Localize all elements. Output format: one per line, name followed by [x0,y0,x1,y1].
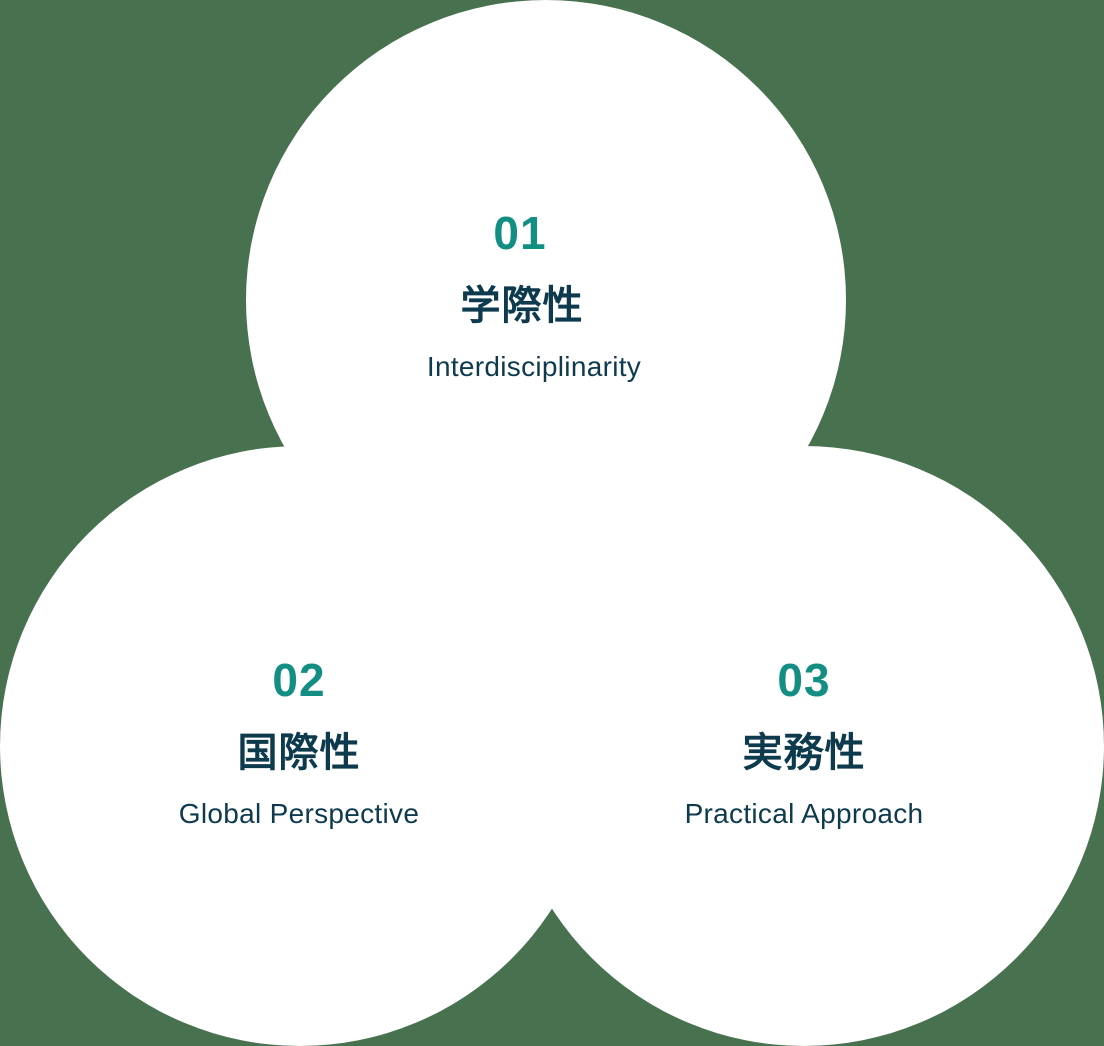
pillar-global-perspective: 02 国際性 Global Perspective [99,657,499,831]
pillar-interdisciplinarity: 01 学際性 Interdisciplinarity [334,210,734,384]
pillar-practical-approach: 03 実務性 Practical Approach [604,657,1004,831]
pillar-title-en: Global Perspective [178,798,420,829]
pillar-title-en: Interdisciplinarity [426,351,642,382]
circle-global-perspective [0,446,600,1046]
pillar-title-ja: 実務性 [742,730,866,776]
pillar-title-ja: 国際性 [237,730,361,776]
pillar-number: 02 [272,654,326,706]
pillar-number: 01 [493,207,547,259]
circle-practical-approach [504,446,1104,1046]
pillar-number: 03 [777,654,831,706]
pillar-title-en: Practical Approach [684,798,924,829]
pillar-title-ja: 学際性 [460,283,584,329]
